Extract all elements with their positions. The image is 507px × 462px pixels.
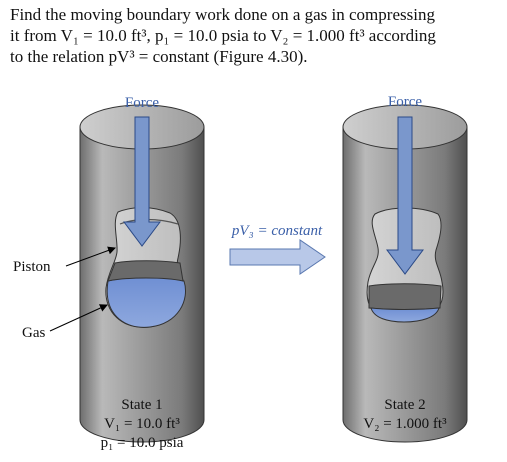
state-1-title: State 1: [121, 397, 162, 413]
piston-1: [107, 260, 184, 282]
piston-2: [368, 283, 442, 310]
problem-line-2: it from V₁ = 10.0 ft³, p₁ = 10.0 psia to…: [10, 26, 436, 45]
force-arrow-2: [386, 116, 424, 275]
problem-line-3: to the relation pV³ = constant (Figure 4…: [10, 47, 308, 66]
cylinder-state-2: [342, 104, 468, 443]
piston-label: Piston: [13, 259, 51, 275]
force-label-1: Force: [125, 95, 159, 111]
state-2-volume: V₂ = 1.000 ft³: [363, 416, 447, 432]
force-label-2: Force: [388, 94, 422, 110]
state-2-title: State 2: [384, 397, 425, 413]
gas-label: Gas: [22, 325, 45, 341]
piston-leader: [65, 246, 116, 267]
gas-region-2: [370, 307, 440, 323]
state-1-volume: V₁ = 10.0 ft³: [104, 416, 180, 432]
problem-statement: Find the moving boundary work done on a …: [10, 4, 500, 67]
process-arrow: [229, 239, 326, 275]
state-1-pressure: p₁ = 10.0 psia: [101, 435, 184, 451]
gas-leader: [49, 304, 108, 332]
force-arrow-1: [123, 116, 161, 247]
problem-line-1: Find the moving boundary work done on a …: [10, 5, 435, 24]
cylinder-state-1: [79, 104, 205, 443]
process-label: pV₃ = constant: [231, 223, 323, 239]
